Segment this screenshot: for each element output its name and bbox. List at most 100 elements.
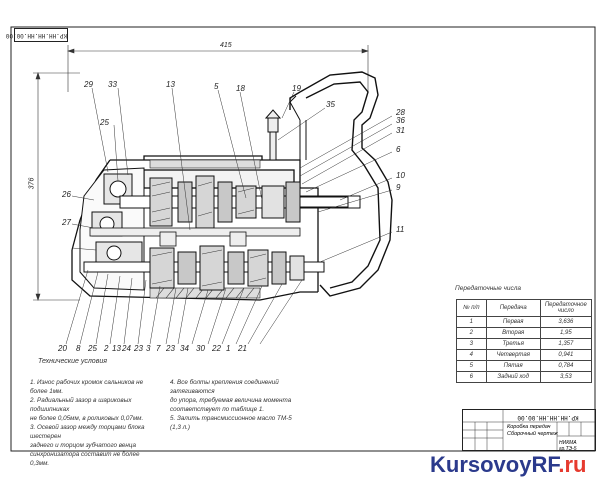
cell: Первая <box>485 316 541 328</box>
callout: 29 <box>84 80 93 89</box>
callout: 19 <box>292 84 301 93</box>
callout: 6 <box>396 145 401 154</box>
intermediate-row <box>89 227 301 247</box>
note-line: соответствует по таблице 1. <box>170 406 265 413</box>
note-line: 3. Осевой зазор между торцами блока шест… <box>30 424 145 440</box>
cell: 0,784 <box>539 360 593 372</box>
cell: 4 <box>456 349 487 361</box>
callout: 1 <box>226 344 231 353</box>
cell: 0,941 <box>539 349 593 361</box>
cell: 3,53 <box>539 371 593 383</box>
lower-gear-hatch <box>151 249 267 287</box>
note-line: 4. Все болты крепления соединений затяги… <box>170 379 279 395</box>
title-block: КР.НН.НН.НН.00.00 Коробка передач Сбороч… <box>462 409 596 452</box>
width-dimension <box>67 45 369 92</box>
callout: 33 <box>108 80 117 89</box>
width-dimension-label: 415 <box>220 42 232 49</box>
callout: 30 <box>196 344 205 353</box>
height-dimension <box>33 72 80 301</box>
cell: 6 <box>456 371 487 383</box>
brand-name: KursovoyRF <box>430 452 559 477</box>
callout: 23 <box>134 344 143 353</box>
table-row: 5 Пятая 0,784 <box>456 360 593 372</box>
callout: 26 <box>62 190 71 199</box>
cell: Пятая <box>485 360 541 372</box>
notes-column-right: 4. Все болты крепления соединений затяги… <box>170 378 300 432</box>
name-line: Коробка передач <box>507 424 551 430</box>
cell: Третья <box>485 338 541 350</box>
cell: Четвертая <box>485 349 541 361</box>
lower-shaft <box>83 245 325 291</box>
primary-shaft <box>119 175 361 229</box>
shift-rod <box>289 95 307 160</box>
callout: 35 <box>326 100 335 109</box>
clutch-housing <box>289 71 393 297</box>
upper-gear-hatch <box>151 181 255 223</box>
cell: 1 <box>456 316 487 328</box>
cell: 5 <box>456 360 487 372</box>
table-row: 4 Четвертая 0,941 <box>456 349 593 361</box>
callout: 34 <box>180 344 189 353</box>
cell: 1,357 <box>539 338 593 350</box>
note-line: не более 0,05мм, в роликовых 0,07мм. <box>30 415 144 422</box>
callout: 28 <box>396 108 405 117</box>
callout: 25 <box>100 118 109 127</box>
callout: 7 <box>156 344 161 353</box>
sheet-border <box>10 26 596 452</box>
callout: 36 <box>396 116 405 125</box>
breather-vent <box>264 109 282 161</box>
header-cell: Передаточное число <box>539 299 593 317</box>
name-line: Сборочный чертеж <box>507 431 558 437</box>
callout: 31 <box>396 126 405 135</box>
callout: 18 <box>236 84 245 93</box>
gear-ratios-table: № п/п Передача Передаточное число 1 Перв… <box>456 299 593 383</box>
table-row: 2 Вторая 1,95 <box>456 327 593 339</box>
note-line: 1. Износ рабочих кромок сальников не бол… <box>30 379 144 395</box>
title-block-code: КР.НН.НН.НН.00.00 <box>517 414 579 421</box>
callout: 13 <box>112 344 121 353</box>
callout: 22 <box>212 344 221 353</box>
table-header-row: № п/п Передача Передаточное число <box>456 299 593 317</box>
ratios-table-title: Передаточные числа <box>455 285 522 292</box>
title-block-org: НИКМА гр.ТЭ-5 <box>559 440 577 452</box>
height-dimension-label: 376 <box>28 177 36 190</box>
brand-tld: .ru <box>558 452 587 477</box>
callout: 25 <box>88 344 97 353</box>
note-line: синхронизатора составит не более 0,3мм. <box>30 451 140 467</box>
note-line: заднего и торцом зубчатого венца <box>30 442 137 449</box>
table-row: 1 Первая 3,636 <box>456 316 593 328</box>
title-block-name: Коробка передач Сборочный чертеж <box>507 424 558 438</box>
note-line: 5. Залить трансмиссионное масло ТМ-5 (1,… <box>170 415 292 431</box>
callout: 5 <box>214 82 219 91</box>
note-line: 2. Радиальный зазор в шариковых подшипни… <box>30 397 132 413</box>
callout: 27 <box>62 218 71 227</box>
callout: 11 <box>396 225 405 234</box>
table-row: 3 Третья 1,357 <box>456 338 593 350</box>
callout: 20 <box>58 344 67 353</box>
callout: 10 <box>396 171 405 180</box>
callout: 13 <box>166 80 175 89</box>
cell: 3 <box>456 338 487 350</box>
leader-lines-top <box>71 87 393 263</box>
cell: 2 <box>456 327 487 339</box>
callout: 24 <box>122 344 131 353</box>
callout: 9 <box>396 183 401 192</box>
leader-lines-bottom <box>65 269 303 345</box>
notes-column-left: 1. Износ рабочих кромок сальников не бол… <box>30 378 160 468</box>
callout: 21 <box>238 344 247 353</box>
callout: 8 <box>76 344 81 353</box>
cell: 3,636 <box>539 316 593 328</box>
note-line: до упора, требуемая величина момента <box>170 397 292 404</box>
cell: 1,95 <box>539 327 593 339</box>
table-row: 6 Задний ход 3,53 <box>456 371 593 383</box>
callout: 2 <box>104 344 109 353</box>
callout: 23 <box>166 344 175 353</box>
site-brand-link[interactable]: KursovoyRF.ru <box>430 452 586 478</box>
cell: Задний ход <box>485 371 541 383</box>
notes-title: Технические условия <box>38 358 107 365</box>
header-cell: № п/п <box>456 299 487 317</box>
cell: Вторая <box>485 327 541 339</box>
callout: 3 <box>146 344 151 353</box>
